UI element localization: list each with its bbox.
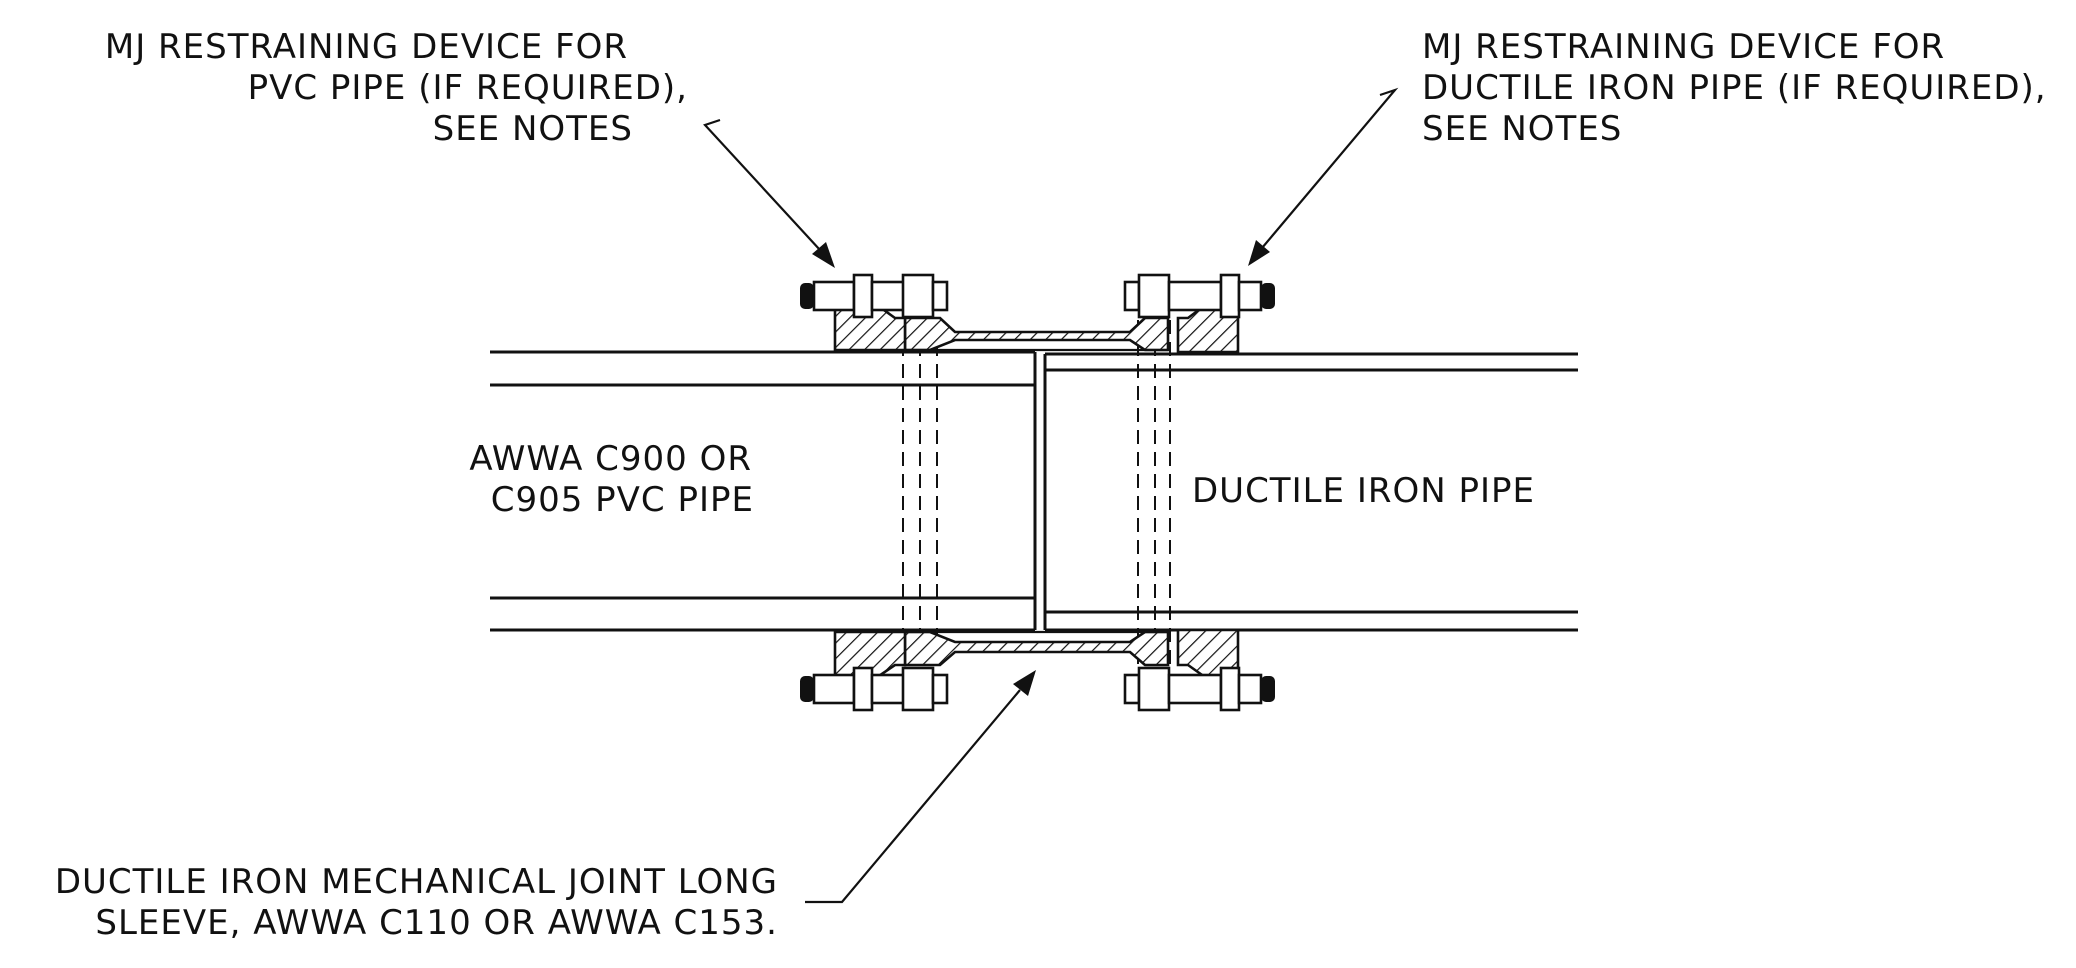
pvc-pipe [490,350,1037,632]
label-pvc-restraint-line2: PVC PIPE (IF REQUIRED), [248,68,688,108]
label-pvc-pipe-line1: AWWA C900 OR [469,439,752,479]
sleeve-top [903,316,1170,352]
label-sleeve-line1: DUCTILE IRON MECHANICAL JOINT LONG [55,862,778,902]
label-pvc-pipe-line2: C905 PVC PIPE [491,480,754,520]
label-di-restraint-line2: DUCTILE IRON PIPE (IF REQUIRED), [1422,68,2047,108]
sleeve-bottom [903,630,1170,667]
hidden-bolt-lines [902,320,1171,665]
label-pvc-restraint-line3: SEE NOTES [433,109,633,149]
bolt-top-left [800,273,949,319]
leader-top-left [703,118,835,268]
label-ductile-iron-pipe: DUCTILE IRON PIPE [1192,471,1535,511]
leader-top-right [1248,87,1399,266]
bolt-top-right [1123,273,1275,319]
bolt-bottom-right [1123,666,1275,712]
label-di-restraint-line3: SEE NOTES [1422,109,1622,149]
bolt-bottom-left [800,666,949,712]
ductile-iron-pipe [1043,352,1578,632]
label-sleeve-line2: SLEEVE, AWWA C110 OR AWWA C153. [95,903,778,943]
leader-bottom [805,670,1036,904]
label-pvc-restraint-line1: MJ RESTRAINING DEVICE FOR [105,27,628,67]
label-di-restraint-line1: MJ RESTRAINING DEVICE FOR [1422,27,1945,67]
